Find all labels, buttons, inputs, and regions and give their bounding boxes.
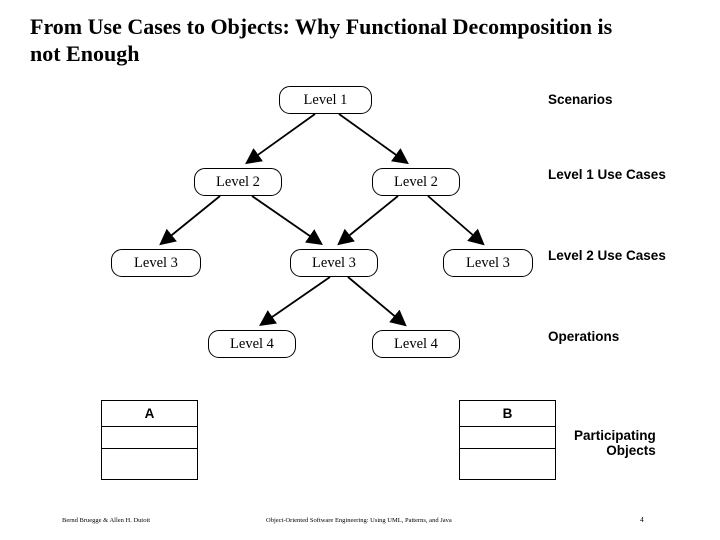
tree-node-level3-b[interactable]: Level 3 bbox=[290, 249, 378, 277]
footer-authors: Bernd Bruegge & Allen H. Dutoit bbox=[62, 517, 151, 524]
tree-node-level2-a[interactable]: Level 2 bbox=[194, 168, 282, 196]
object-box-b[interactable]: B bbox=[459, 400, 556, 480]
page-title: From Use Cases to Objects: Why Functiona… bbox=[30, 14, 613, 66]
object-box-b-attributes bbox=[460, 427, 555, 449]
tree-node-level3-c[interactable]: Level 3 bbox=[443, 249, 533, 277]
label-participating-objects: Participating Objects bbox=[574, 428, 656, 458]
tree-node-level4-b[interactable]: Level 4 bbox=[372, 330, 460, 358]
object-box-a-attributes bbox=[102, 427, 197, 449]
tree-node-level4-a[interactable]: Level 4 bbox=[208, 330, 296, 358]
label-operations: Operations bbox=[548, 329, 620, 344]
footer-book-title: Object-Oriented Software Engineering: Us… bbox=[266, 517, 452, 524]
object-box-b-title: B bbox=[460, 401, 555, 427]
label-scenarios: Scenarios bbox=[548, 92, 613, 107]
object-box-b-operations bbox=[460, 449, 555, 471]
tree-node-level1[interactable]: Level 1 bbox=[279, 86, 372, 114]
object-box-a-operations bbox=[102, 449, 197, 471]
object-box-a-title: A bbox=[102, 401, 197, 427]
footer-page-number: 4 bbox=[640, 515, 644, 524]
tree-node-level3-a[interactable]: Level 3 bbox=[111, 249, 201, 277]
object-box-a[interactable]: A bbox=[101, 400, 198, 480]
tree-node-level2-b[interactable]: Level 2 bbox=[372, 168, 460, 196]
label-level2-use-cases: Level 2 Use Cases bbox=[548, 248, 666, 263]
label-level1-use-cases: Level 1 Use Cases bbox=[548, 167, 666, 182]
